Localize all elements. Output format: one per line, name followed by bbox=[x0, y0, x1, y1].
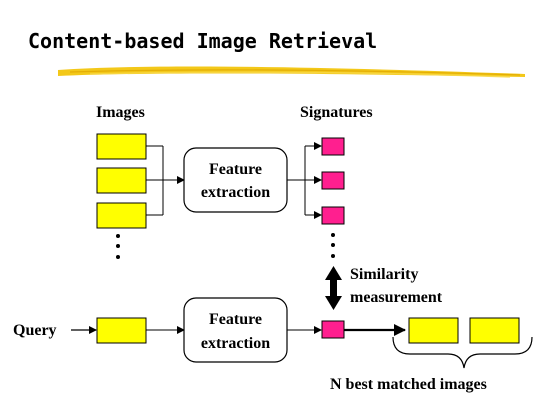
signature-3 bbox=[321, 206, 345, 225]
title-underline bbox=[58, 66, 525, 78]
database-image-2 bbox=[96, 167, 147, 194]
images-ellipsis bbox=[116, 234, 120, 259]
query-image bbox=[96, 317, 147, 344]
similarity-label-line1: Similarity bbox=[350, 266, 418, 283]
signature-1 bbox=[321, 137, 345, 156]
query-label: Query bbox=[13, 322, 57, 339]
signatures-bracket bbox=[287, 142, 322, 219]
signatures-ellipsis bbox=[331, 233, 335, 258]
images-label: Images bbox=[96, 104, 145, 121]
feature-extraction-bottom-line2: extraction bbox=[201, 335, 270, 352]
signatures-label: Signatures bbox=[300, 104, 373, 121]
page-title: Content-based Image Retrieval bbox=[28, 29, 377, 53]
feature-extraction-bottom-line1: Feature bbox=[209, 311, 262, 328]
images-bracket bbox=[146, 145, 185, 216]
results-brace bbox=[392, 336, 533, 369]
result-image-2 bbox=[469, 317, 520, 344]
feature-extraction-top-line2: extraction bbox=[201, 184, 270, 201]
signature-2 bbox=[321, 171, 345, 190]
results-label: N best matched images bbox=[330, 376, 487, 393]
similarity-arrow bbox=[325, 266, 342, 310]
similarity-label-line2: measurement bbox=[350, 289, 443, 306]
database-image-1 bbox=[96, 133, 147, 160]
feature-extraction-top-line1: Feature bbox=[209, 161, 262, 178]
database-image-3 bbox=[96, 202, 147, 229]
query-signature bbox=[321, 320, 345, 339]
feature-extraction-bottom: Feature extraction bbox=[183, 297, 288, 363]
feature-extraction-top: Feature extraction bbox=[183, 147, 288, 213]
result-image-1 bbox=[408, 317, 459, 344]
